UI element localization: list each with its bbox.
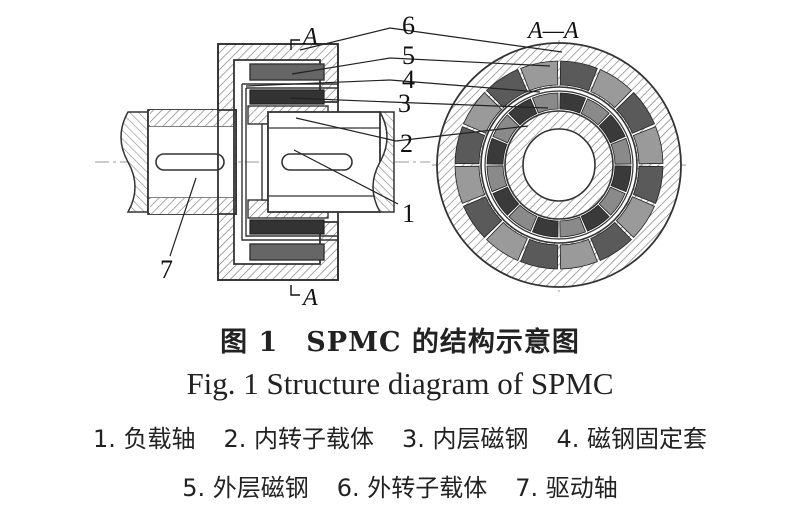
label-4: 4 [402, 65, 415, 94]
inner-magnet-segment [598, 114, 626, 144]
outer-magnet-segment [520, 238, 559, 270]
figure-caption-en: Fig. 1 Structure diagram of SPMC [186, 366, 614, 401]
outer-magnet-segment [559, 238, 598, 270]
outer-magnet-segment [632, 165, 664, 204]
outer-magnet-bottom [249, 243, 325, 261]
outer-magnet-ring [454, 60, 664, 270]
label-5: 5 [402, 41, 415, 70]
legend-item-5: 5. 外层磁钢 [182, 474, 309, 502]
leader-lines [169, 27, 563, 257]
inner-magnet-segment [580, 98, 610, 126]
legend-item-2: 2. 内转子载体 [223, 425, 374, 453]
inner-magnet-segment [508, 98, 538, 126]
section-label-top: A [301, 24, 318, 50]
outer-magnet-top [249, 63, 325, 81]
outer-magnet-segment [486, 68, 528, 109]
legend-item-4: 4. 磁钢固定套 [556, 425, 708, 453]
outer-magnet-segment [462, 196, 503, 238]
figure-caption-cn: 图 1 SPMC 的结构示意图 [220, 327, 580, 358]
legend-item-6: 6. 外转子载体 [336, 474, 488, 502]
inner-magnet-segment [610, 137, 632, 165]
inner-magnet-segment [610, 165, 632, 193]
label-1: 1 [402, 199, 415, 228]
inner-magnet-bottom [249, 219, 325, 235]
inner-magnet-segment [531, 216, 559, 238]
shaft-bore [522, 128, 596, 202]
section-mark-top [290, 39, 300, 50]
section-label-right: A—A [526, 18, 579, 44]
load-shaft [267, 111, 395, 213]
outer-magnet-segment [454, 165, 486, 204]
inner-magnet-segment [580, 204, 610, 232]
legend-item-7: 7. 驱动轴 [515, 474, 618, 502]
legend-row-2: 5. 外层磁钢 6. 外转子载体 7. 驱动轴 [0, 468, 800, 503]
inner-magnet-segment [492, 186, 520, 216]
outer-magnet-segment [462, 92, 503, 134]
section-mark-bottom [290, 285, 300, 296]
inner-magnet-segment [559, 216, 587, 238]
inner-magnet-segment [598, 186, 626, 216]
drive-shaft [120, 109, 237, 215]
outer-magnet-segment [615, 92, 656, 134]
legend-item-3: 3. 内层磁钢 [402, 425, 529, 453]
outer-magnet-segment [486, 221, 528, 262]
section-label-bottom: A [301, 285, 318, 311]
longitudinal-section: A A [95, 24, 430, 311]
outer-magnet-segment [454, 126, 486, 165]
label-2: 2 [400, 129, 413, 158]
spmc-structure-diagram: A A A—A 6 5 4 3 2 1 7 [95, 11, 686, 311]
inner-magnet-top [249, 89, 325, 105]
inner-magnet-segment [559, 92, 587, 114]
label-3: 3 [398, 89, 411, 118]
legend-item-1: 1. 负载轴 [92, 425, 196, 453]
outer-magnet-segment [559, 60, 598, 92]
inner-magnet-segment [508, 204, 538, 232]
outer-magnet-segment [615, 196, 656, 238]
cross-section: A—A [432, 18, 686, 292]
outer-magnet-segment [590, 68, 632, 109]
outer-magnet-segment [590, 221, 632, 262]
outer-magnet-segment [632, 126, 664, 165]
legend-row-1: 1. 负载轴 2. 内转子载体 3. 内层磁钢 4. 磁钢固定套 [0, 419, 800, 454]
inner-magnet-segment [486, 137, 508, 165]
label-6: 6 [402, 11, 415, 40]
inner-magnet-segment [486, 165, 508, 193]
label-7: 7 [160, 255, 173, 284]
